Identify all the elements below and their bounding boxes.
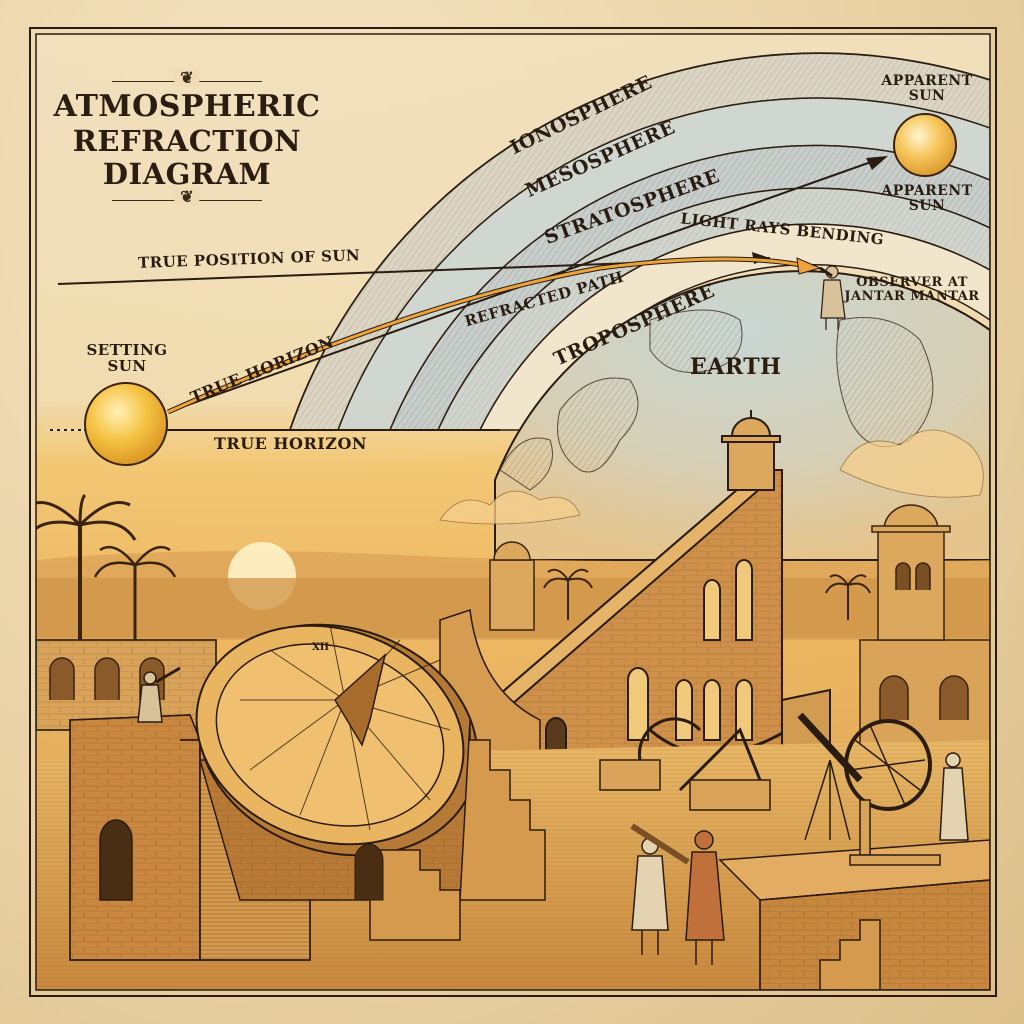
observer-figure — [819, 265, 846, 330]
apparent-sun — [893, 113, 957, 177]
label-apparent-sun-top: APPARENT SUN — [872, 74, 982, 103]
label-apparent-sun-bottom: APPARENT SUN — [872, 184, 982, 213]
ornament-bottom-icon — [112, 193, 262, 207]
label-apparent-sun-top-line1: APPARENT — [881, 73, 973, 89]
foreground-observers — [630, 823, 725, 965]
label-setting-sun-line1: SETTING — [86, 341, 168, 359]
label-apparent-sun-top-line2: SUN — [908, 87, 946, 104]
pavilion-towers — [489, 504, 951, 641]
diagram-title: ATMOSPHERIC REFRACTION DIAGRAM — [52, 72, 322, 209]
armillary-instruments — [599, 717, 771, 811]
title-line-1: ATMOSPHERIC — [53, 89, 321, 124]
label-apparent-sun-bottom-line1: APPARENT — [881, 183, 973, 199]
title-line-3: DIAGRAM — [102, 156, 272, 191]
sundial-numeral: XII — [312, 642, 329, 653]
label-observer-line1: OBSERVER AT — [856, 275, 968, 290]
right-platform — [718, 712, 990, 990]
label-observer-line2: JANTAR MANTAR — [844, 288, 980, 304]
setting-sun — [84, 382, 168, 466]
label-setting-sun: SETTING SUN — [82, 341, 172, 375]
label-earth: EARTH — [690, 354, 782, 380]
label-setting-sun-line2: SUN — [107, 356, 147, 375]
background-wall — [36, 639, 990, 751]
left-platform — [69, 666, 311, 961]
label-observer: OBSERVER AT JANTAR MANTAR — [842, 276, 982, 303]
label-true-horizon-flat: TRUE HORIZON — [214, 434, 367, 453]
palm-trees — [36, 493, 871, 650]
title-line-2: REFRACTION — [72, 123, 302, 158]
ornament-top-icon — [112, 74, 262, 88]
sundial — [195, 623, 546, 941]
samrat-yantra — [467, 410, 831, 761]
label-apparent-sun-bottom-line2: SUN — [908, 197, 946, 214]
